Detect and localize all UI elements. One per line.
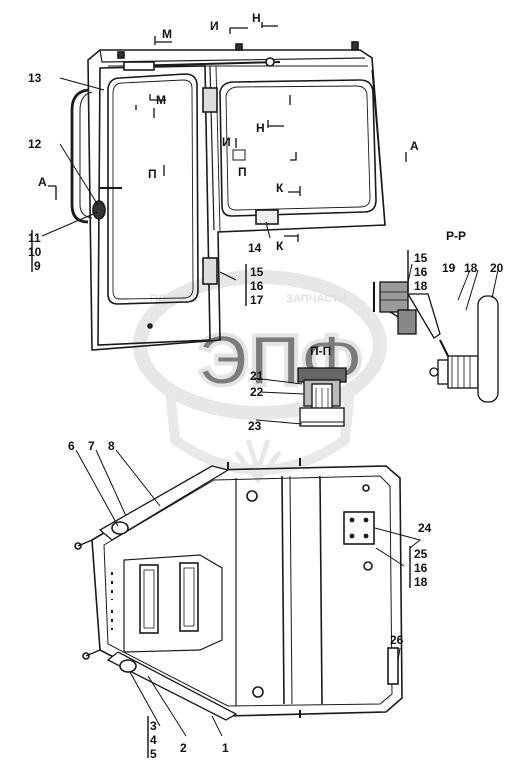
section-rr-detail bbox=[373, 281, 499, 403]
view-mark-a-left: А bbox=[38, 175, 47, 189]
callout-8: 8 bbox=[108, 439, 115, 453]
callout-16-rr: 16 bbox=[414, 265, 428, 279]
side-window bbox=[219, 79, 377, 217]
callout-13: 13 bbox=[28, 71, 42, 85]
door-lock bbox=[92, 200, 106, 220]
view-mark-n-top: Н bbox=[252, 11, 261, 25]
callout-18-bottom: 18 bbox=[414, 575, 428, 589]
callout-numbers: 1 2 3 4 5 6 7 8 9 10 11 12 13 14 15 16 1… bbox=[28, 71, 504, 761]
view-mark-m-top: М bbox=[162, 27, 172, 41]
callout-20: 20 bbox=[490, 261, 504, 275]
callout-4: 4 bbox=[150, 733, 157, 747]
vent-slot-right bbox=[179, 562, 199, 632]
door-frame bbox=[97, 65, 211, 346]
vent-plate bbox=[123, 554, 223, 653]
callout-19: 19 bbox=[442, 261, 456, 275]
side-latch bbox=[387, 647, 399, 685]
callout-23: 23 bbox=[248, 419, 262, 433]
view-mark-p-door: П bbox=[148, 167, 157, 181]
door-glass bbox=[107, 73, 199, 305]
callout-16-top: 16 bbox=[250, 279, 264, 293]
view-mark-m-door: М bbox=[156, 93, 166, 107]
callout-10: 10 bbox=[28, 245, 42, 259]
door-hinge-lower bbox=[202, 257, 218, 285]
section-pp-title: П-П bbox=[310, 344, 331, 358]
cab-outline bbox=[87, 49, 386, 351]
view-mark-k-bottom: К bbox=[276, 239, 284, 253]
leader-lines bbox=[41, 77, 499, 737]
callout-5: 5 bbox=[150, 747, 157, 761]
view-mark-k-window: К bbox=[276, 181, 284, 195]
callout-7: 7 bbox=[88, 439, 95, 453]
callout-9: 9 bbox=[34, 259, 41, 273]
callout-11: 11 bbox=[28, 231, 41, 245]
callout-14: 14 bbox=[248, 241, 262, 255]
callout-18-rr: 18 bbox=[414, 279, 428, 293]
section-markers bbox=[48, 22, 407, 242]
view-mark-p-window: П bbox=[238, 165, 247, 179]
callout-1: 1 bbox=[222, 741, 229, 755]
mount-plate bbox=[343, 511, 375, 545]
callout-18-screw: 18 bbox=[464, 261, 478, 275]
window-latch bbox=[255, 209, 279, 225]
bottom-rail bbox=[106, 651, 238, 721]
callout-12: 12 bbox=[28, 137, 42, 151]
cab-top-panel-view bbox=[74, 458, 403, 721]
callout-16-bottom: 16 bbox=[414, 561, 428, 575]
callout-25: 25 bbox=[414, 547, 428, 561]
view-mark-i-top: И bbox=[210, 19, 219, 33]
section-rr-title: Р-Р bbox=[446, 229, 466, 243]
panel-outline bbox=[91, 465, 403, 717]
callout-15-top: 15 bbox=[250, 265, 264, 279]
view-mark-n-window: Н bbox=[256, 121, 265, 135]
section-pp-detail bbox=[297, 367, 347, 427]
callout-26: 26 bbox=[390, 633, 404, 647]
callout-15-rr: 15 bbox=[414, 251, 428, 265]
view-mark-a-right: А bbox=[410, 139, 419, 153]
door-hinge-upper bbox=[202, 87, 218, 113]
callout-brackets bbox=[31, 230, 411, 758]
vent-slot-left bbox=[139, 564, 159, 634]
svg-text:ЗАПЧАСТИ: ЗАПЧАСТИ bbox=[286, 293, 346, 305]
callout-22: 22 bbox=[250, 385, 264, 399]
view-mark-labels: М М И Н Н И П П А А К К bbox=[38, 11, 419, 253]
callout-3: 3 bbox=[150, 719, 157, 733]
callout-2: 2 bbox=[180, 741, 187, 755]
cab-side-view bbox=[70, 41, 386, 351]
callout-24: 24 bbox=[418, 521, 432, 535]
callout-6: 6 bbox=[68, 439, 75, 453]
callout-17: 17 bbox=[250, 293, 264, 307]
callout-21: 21 bbox=[250, 369, 264, 383]
view-mark-i-window: И bbox=[222, 135, 231, 149]
